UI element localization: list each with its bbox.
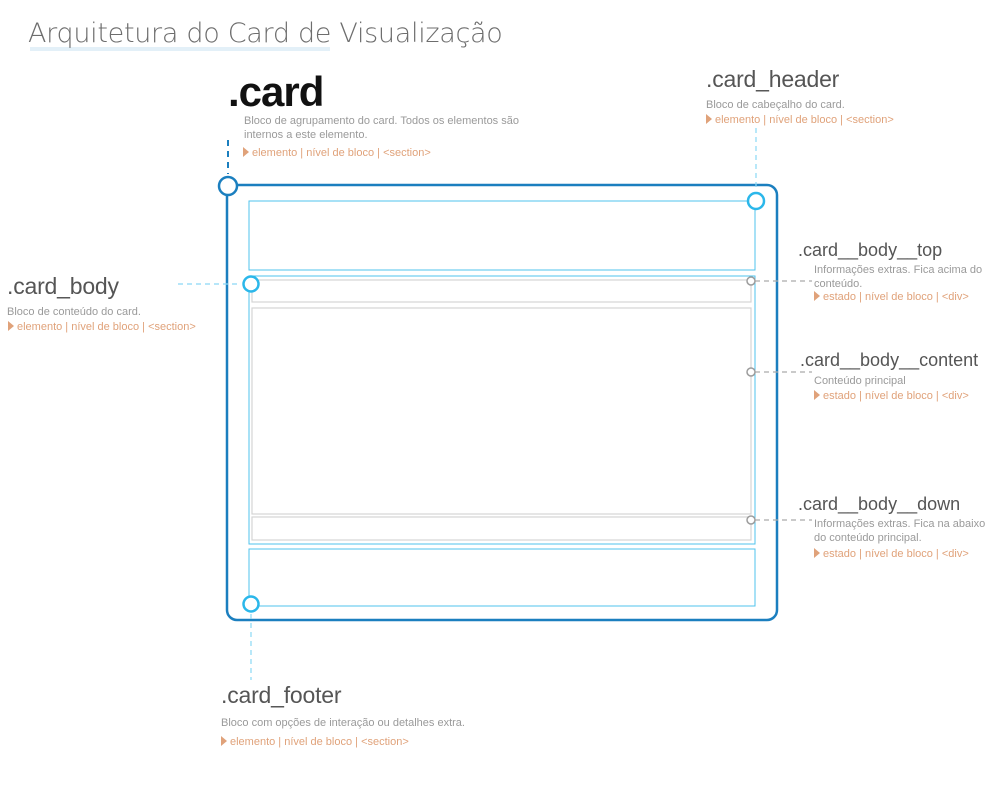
card-body-meta: elemento | nível de bloco | <section> [8, 321, 196, 333]
triangle-icon [706, 114, 712, 124]
card-body-label: .card_body [7, 273, 119, 299]
page-title: Arquitetura do Card de Visualização [28, 18, 503, 49]
card-outline [225, 183, 779, 622]
card-body-content-description: Conteúdo principal [814, 375, 906, 387]
card-header-outline [248, 200, 756, 271]
body-marker [242, 275, 260, 293]
card-footer-description: Bloco com opções de interação ou detalhe… [221, 717, 465, 729]
card-body-top-description: Informações extras. Fica acima do conteú… [814, 264, 983, 290]
card-meta: elemento | nível de bloco | <section> [243, 147, 431, 159]
card-body-down-description: Informações extras. Fica na abaixo do co… [814, 518, 986, 544]
card-meta-text: elemento | nível de bloco | <section> [252, 147, 431, 159]
card-body-content-label: .card__body__content [800, 350, 979, 370]
card-description: Bloco de agrupamento do card. Todos os e… [244, 115, 519, 141]
triangle-icon [814, 291, 820, 301]
header-marker [746, 191, 766, 211]
card-body-down-meta: estado | nível de bloco | <div> [814, 548, 969, 560]
triangle-icon [814, 548, 820, 558]
body-down-marker [746, 515, 756, 525]
card-body-content-meta-text: estado | nível de bloco | <div> [823, 390, 969, 402]
card-body-outline [248, 275, 756, 545]
card-body-top-meta-text: estado | nível de bloco | <div> [823, 291, 969, 303]
card-body-content-meta: estado | nível de bloco | <div> [814, 390, 969, 402]
card-header-description: Bloco de cabeçalho do card. [706, 99, 845, 111]
card-body-top-label: .card__body__top [798, 240, 943, 260]
card-body-top-meta: estado | nível de bloco | <div> [814, 291, 969, 303]
card-body-down-outline [251, 516, 752, 541]
card-header-meta-text: elemento | nível de bloco | <section> [715, 114, 894, 126]
triangle-icon [8, 321, 14, 331]
triangle-icon [814, 390, 820, 400]
title-underline [30, 47, 330, 51]
body-content-marker [746, 367, 756, 377]
card-body-top-outline [251, 279, 752, 303]
card-label: .card [228, 68, 324, 115]
footer-marker [242, 595, 260, 613]
card-body-meta-text: elemento | nível de bloco | <section> [17, 321, 196, 333]
card-header-meta: elemento | nível de bloco | <section> [706, 114, 894, 126]
card-body-content-outline [251, 307, 752, 515]
body-top-marker [746, 276, 756, 286]
card-body-down-label: .card__body__down [798, 494, 961, 514]
card-body-down-meta-text: estado | nível de bloco | <div> [823, 548, 969, 560]
card-marker [217, 175, 239, 197]
card-footer-outline [248, 548, 756, 607]
card-header-label: .card_header [706, 66, 840, 92]
card-body-description: Bloco de conteúdo do card. [7, 306, 141, 318]
triangle-icon [221, 736, 227, 746]
card-footer-meta: elemento | nível de bloco | <section> [221, 736, 409, 748]
triangle-icon [243, 147, 249, 157]
card-footer-label: .card_footer [221, 682, 342, 708]
card-footer-meta-text: elemento | nível de bloco | <section> [230, 736, 409, 748]
